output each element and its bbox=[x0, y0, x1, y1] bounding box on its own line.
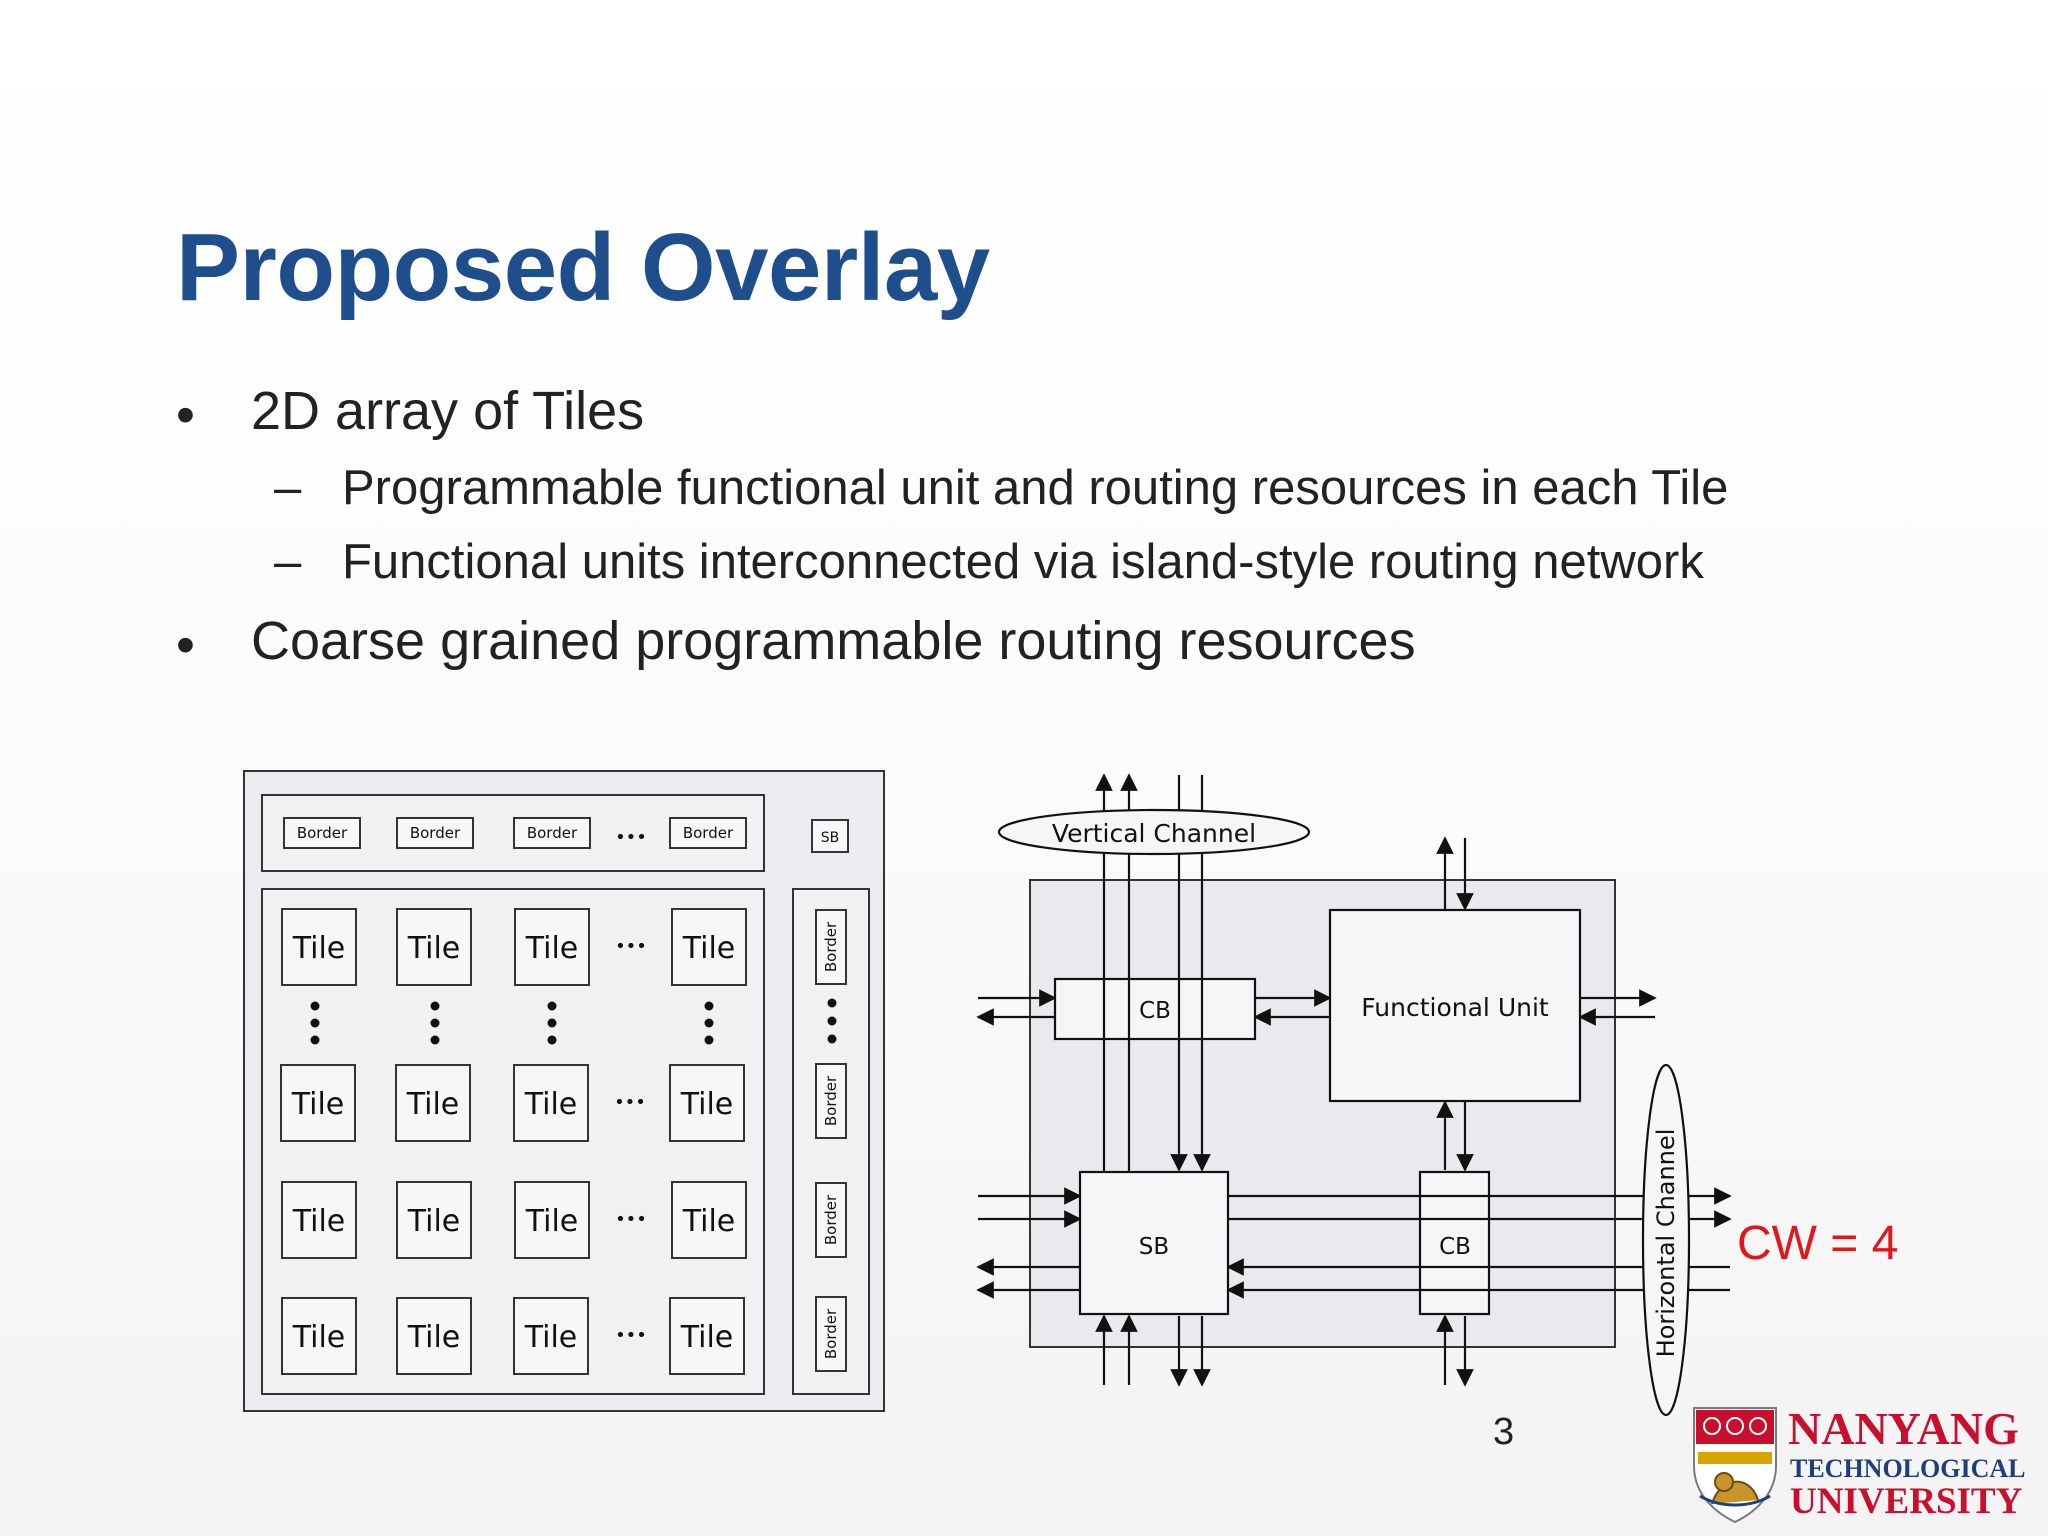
tile: Tile bbox=[671, 908, 747, 986]
logo-line-2: TECHNOLOGICAL bbox=[1790, 1454, 2026, 1483]
tile-array-diagram: Border Border Border ••• Border SB Tile … bbox=[243, 770, 885, 1412]
switch-box: SB bbox=[1078, 1170, 1230, 1316]
bullet-2: Coarse grained programmable routing reso… bbox=[251, 611, 1416, 671]
svg-text:Tile: Tile bbox=[292, 931, 346, 966]
tile: Tile bbox=[671, 1181, 747, 1259]
svg-text:Tile: Tile bbox=[682, 931, 736, 966]
border-cell: Border bbox=[669, 817, 747, 849]
svg-text:Tile: Tile bbox=[291, 1087, 345, 1122]
svg-text:Tile: Tile bbox=[524, 1087, 578, 1122]
tile: Tile bbox=[395, 1064, 471, 1142]
svg-text:CB: CB bbox=[1139, 998, 1171, 1024]
ellipsis-horizontal: ••• bbox=[615, 827, 647, 848]
tile: Tile bbox=[281, 908, 357, 986]
border-cell: Border bbox=[396, 817, 474, 849]
tile: Tile bbox=[396, 908, 472, 986]
svg-text:Border: Border bbox=[410, 824, 461, 842]
border-cell-vertical: Border bbox=[815, 1182, 847, 1258]
tile: Tile bbox=[281, 1181, 357, 1259]
tile: Tile bbox=[281, 1297, 357, 1375]
bullet-marker: • bbox=[176, 615, 195, 675]
crest-icon bbox=[1693, 1407, 1777, 1524]
functional-unit: Functional Unit bbox=[1328, 908, 1582, 1103]
ellipsis-horizontal: ••• bbox=[614, 1092, 646, 1113]
horizontal-channel: Horizontal Channel bbox=[1641, 1063, 1691, 1417]
ellipsis-vertical bbox=[310, 1001, 714, 1045]
svg-text:Border: Border bbox=[822, 1308, 840, 1359]
border-cell-vertical: Border bbox=[815, 909, 847, 985]
svg-text:Tile: Tile bbox=[680, 1320, 734, 1355]
connection-box-bottom: CB bbox=[1418, 1170, 1491, 1316]
functional-unit-wires bbox=[976, 836, 1657, 1387]
tile: Tile bbox=[669, 1064, 745, 1142]
border-cell: Border bbox=[513, 817, 591, 849]
tile: Tile bbox=[514, 1181, 590, 1259]
university-logo: NANYANG TECHNOLOGICAL UNIVERSITY bbox=[1690, 1400, 2026, 1525]
sub-bullet-1: Programmable functional unit and routing… bbox=[342, 461, 1729, 515]
svg-text:Tile: Tile bbox=[524, 1320, 578, 1355]
svg-text:Tile: Tile bbox=[682, 1204, 736, 1239]
svg-text:Border: Border bbox=[822, 1194, 840, 1245]
page-number: 3 bbox=[1493, 1411, 1515, 1453]
logo-line-1: NANYANG bbox=[1788, 1403, 2019, 1454]
svg-text:Tile: Tile bbox=[680, 1087, 734, 1122]
svg-text:Tile: Tile bbox=[407, 1320, 461, 1355]
tile-detail-diagram: Vertical Channel bbox=[976, 773, 1732, 1417]
svg-text:Border: Border bbox=[822, 1075, 840, 1126]
svg-text:Tile: Tile bbox=[407, 931, 461, 966]
corner-switch-box: SB bbox=[811, 819, 849, 853]
slide-title: Proposed Overlay bbox=[176, 214, 990, 321]
tile: Tile bbox=[280, 1064, 356, 1142]
tile: Tile bbox=[513, 1297, 589, 1375]
svg-text:Vertical Channel: Vertical Channel bbox=[1052, 819, 1256, 848]
svg-text:Tile: Tile bbox=[407, 1204, 461, 1239]
svg-text:Tile: Tile bbox=[292, 1320, 346, 1355]
svg-text:Tile: Tile bbox=[525, 1204, 579, 1239]
svg-text:Tile: Tile bbox=[406, 1087, 460, 1122]
bullet-marker: • bbox=[176, 385, 195, 445]
svg-text:Horizontal Channel: Horizontal Channel bbox=[1652, 1129, 1680, 1358]
tile: Tile bbox=[396, 1181, 472, 1259]
svg-text:SB: SB bbox=[821, 830, 840, 846]
border-cell-vertical: Border bbox=[815, 1063, 847, 1139]
svg-text:Border: Border bbox=[527, 824, 578, 842]
svg-text:Border: Border bbox=[822, 921, 840, 972]
sub-bullet-2: Functional units interconnected via isla… bbox=[342, 535, 1704, 589]
svg-text:Tile: Tile bbox=[292, 1204, 346, 1239]
bullet-1: 2D array of Tiles bbox=[251, 381, 645, 441]
tile: Tile bbox=[396, 1297, 472, 1375]
tile: Tile bbox=[669, 1297, 745, 1375]
ellipsis-horizontal: ••• bbox=[615, 936, 647, 957]
svg-text:SB: SB bbox=[1139, 1234, 1169, 1260]
svg-text:CB: CB bbox=[1439, 1234, 1471, 1260]
svg-text:Border: Border bbox=[297, 824, 348, 842]
connection-box-top: CB bbox=[1053, 977, 1257, 1041]
ellipsis-horizontal: ••• bbox=[615, 1209, 647, 1230]
channel-width-label: CW = 4 bbox=[1737, 1217, 1899, 1270]
sub-bullet-marker: – bbox=[274, 461, 302, 515]
logo-line-3: UNIVERSITY bbox=[1790, 1481, 2023, 1522]
tile: Tile bbox=[514, 908, 590, 986]
border-cell-vertical: Border bbox=[815, 1296, 847, 1372]
ellipsis-vertical bbox=[827, 998, 837, 1044]
vertical-channel: Vertical Channel bbox=[997, 808, 1311, 856]
svg-text:Functional Unit: Functional Unit bbox=[1361, 993, 1549, 1022]
sub-bullet-marker: – bbox=[274, 535, 302, 589]
svg-text:Border: Border bbox=[683, 824, 734, 842]
ellipsis-horizontal: ••• bbox=[615, 1325, 647, 1346]
svg-text:Tile: Tile bbox=[525, 931, 579, 966]
tile: Tile bbox=[513, 1064, 589, 1142]
border-cell: Border bbox=[283, 817, 361, 849]
